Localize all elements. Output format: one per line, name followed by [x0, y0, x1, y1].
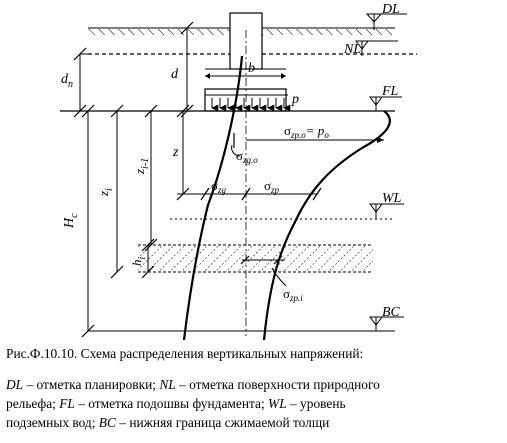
dl-level-line [88, 27, 395, 35]
stress-distribution-diagram: DL NL p b [60, 2, 417, 340]
legend-line-1: DL – отметка планировки; NL – отметка по… [6, 377, 380, 392]
szp0-label: σzp.o= po [284, 123, 329, 140]
dn-label: dn [61, 72, 73, 90]
wl-marker [369, 203, 404, 219]
p-label: p [291, 92, 299, 107]
szp-curve [262, 110, 391, 340]
hc-label: Hc [62, 213, 80, 229]
zi-label: zi [96, 188, 115, 197]
zi1-dimension [144, 104, 158, 252]
figure-caption: Рис.Ф.10.10. Схема распределения вертика… [6, 344, 506, 432]
b-dimension [205, 73, 286, 79]
nl-label: NL [343, 42, 361, 57]
z-dimension [176, 104, 240, 201]
wl-label: WL [382, 191, 402, 206]
fl-marker [369, 96, 402, 111]
szg0-pointer [231, 144, 241, 157]
legend-line-2: рельефа; FL – отметка подошвы фундамента… [6, 396, 346, 411]
nl-marker [355, 40, 398, 56]
szg-label: σzg [211, 178, 227, 195]
szg-szp-dimension [200, 187, 322, 201]
legend-line-3: подземных вод; BC – нижняя граница сжима… [6, 415, 330, 430]
dl-label: DL [381, 2, 400, 17]
dn-dimension [73, 47, 88, 118]
szpi-dimension [240, 255, 287, 287]
szpi-label: σzp.i [283, 286, 303, 303]
d-label: d [171, 67, 179, 82]
b-label: b [248, 61, 255, 76]
szg-curve [182, 55, 244, 340]
load-arrows [205, 94, 291, 112]
fl-label: FL [381, 84, 399, 99]
layer-hi-hatch [138, 244, 373, 273]
szp0-dimension [233, 133, 384, 148]
d-dimension [180, 21, 194, 118]
hc-dimension [81, 104, 95, 338]
szp-label: σzp [264, 178, 280, 195]
bc-label: BC [382, 305, 401, 320]
zi-dimension [110, 104, 124, 279]
caption-title: Рис.Ф.10.10. Схема распределения вертика… [6, 346, 364, 361]
dl-marker [365, 13, 407, 30]
z-label: z [172, 145, 179, 160]
zi1-label: zi-1 [132, 158, 151, 175]
foundation-slab [204, 68, 287, 112]
bc-marker [369, 316, 404, 331]
szg0-label: σzg.o [236, 148, 258, 165]
